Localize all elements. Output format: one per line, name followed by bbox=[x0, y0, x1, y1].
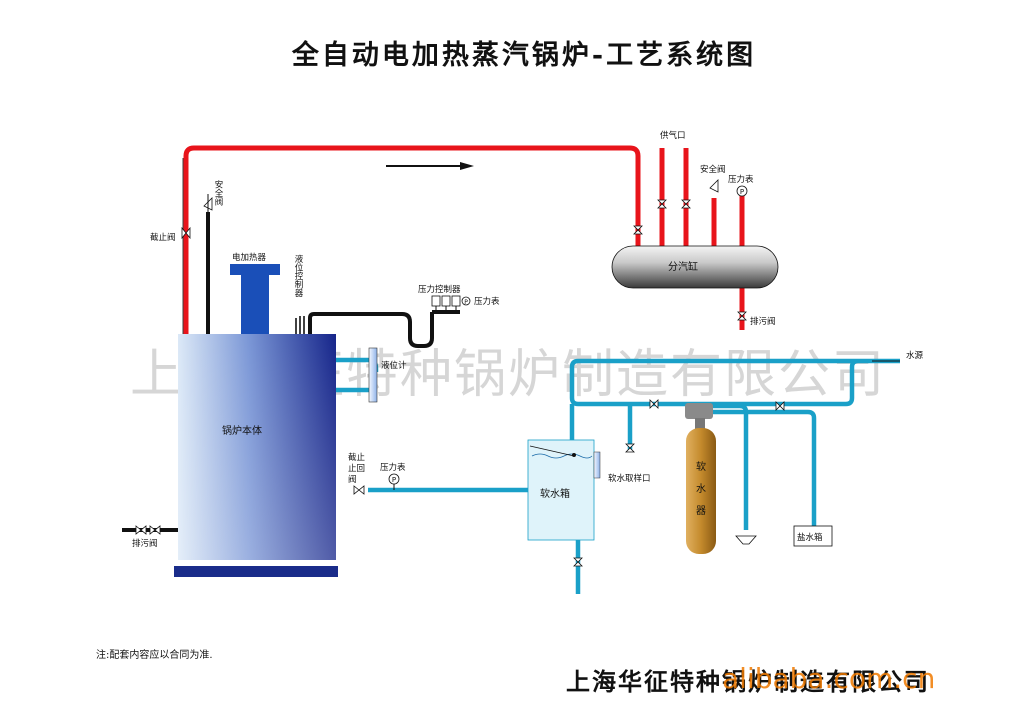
boiler-body-label: 锅炉本体 bbox=[222, 424, 262, 437]
boiler-drain bbox=[122, 525, 178, 535]
pressure-gauge-boiler: P bbox=[461, 296, 471, 306]
pressure-gauge-boiler-label: 压力表 bbox=[474, 296, 500, 307]
pressure-gauge-feed: P bbox=[388, 473, 400, 490]
salt-tank bbox=[793, 525, 833, 547]
stop-valve-label: 截止阀 bbox=[150, 232, 176, 243]
soft-water-tank bbox=[527, 439, 601, 541]
pressure-gauge-feed-label: 压力表 bbox=[380, 462, 406, 473]
water-softener bbox=[685, 403, 716, 554]
svg-text:软: 软 bbox=[696, 460, 706, 473]
boiler-body bbox=[174, 334, 338, 577]
steam-header bbox=[611, 245, 779, 289]
header-safety-valve-label: 安全阀 bbox=[700, 164, 726, 175]
svg-text:止回: 止回 bbox=[348, 463, 365, 474]
soft-water-sample-label: 软水取样口 bbox=[608, 473, 651, 484]
svg-text:液位控制器: 液位控制器 bbox=[293, 254, 303, 298]
electric-heater bbox=[230, 264, 280, 334]
pressure-gauge-header: P bbox=[736, 185, 748, 197]
boiler-safety-valve-pipe bbox=[203, 194, 213, 334]
alibaba-brand-mark: alibaba.com.cn bbox=[722, 662, 935, 695]
diagram-title: 全自动电加热蒸汽锅炉-工艺系统图 bbox=[291, 39, 756, 71]
soft-water-tank-label: 软水箱 bbox=[540, 487, 570, 500]
svg-text:截止: 截止 bbox=[348, 452, 366, 463]
header-drain-valve-label: 排污阀 bbox=[750, 316, 776, 327]
pressure-controller-label: 压力控制器 bbox=[418, 284, 461, 295]
electric-heater-label: 电加热器 bbox=[232, 252, 267, 263]
flow-direction-arrow bbox=[386, 162, 474, 170]
boiler-drain-valve-label: 排污阀 bbox=[132, 538, 158, 549]
svg-text:器: 器 bbox=[696, 505, 706, 517]
level-gauge bbox=[368, 347, 378, 403]
header-safety-valve bbox=[709, 179, 719, 193]
boiler-safety-valve-label: 安全阀 bbox=[213, 179, 223, 206]
softener-label: 软 水 器 bbox=[696, 460, 706, 517]
steam-pipes bbox=[183, 145, 745, 334]
svg-text:水: 水 bbox=[696, 483, 706, 495]
water-source-label: 水源 bbox=[906, 350, 924, 361]
svg-text:P: P bbox=[740, 188, 744, 196]
header-valves bbox=[633, 199, 747, 321]
salt-tank-label: 盐水箱 bbox=[797, 532, 823, 543]
stop-check-valve-label: 截止 止回 阀 bbox=[348, 452, 366, 485]
steam-header-label: 分汽缸 bbox=[668, 260, 698, 273]
level-gauge-label: 液位计 bbox=[381, 360, 407, 371]
pressure-controller bbox=[431, 295, 461, 312]
svg-text:阀: 阀 bbox=[348, 475, 357, 485]
soft-water-sample-valve bbox=[625, 443, 635, 453]
pressure-gauge-header-label: 压力表 bbox=[728, 174, 754, 185]
steam-supply-label: 供气口 bbox=[660, 130, 686, 141]
svg-text:P: P bbox=[464, 299, 468, 306]
water-line-valves bbox=[573, 399, 785, 567]
stop-check-valve bbox=[353, 485, 365, 495]
level-controller-probes bbox=[295, 316, 305, 334]
level-controller-label: 液位控制器 bbox=[293, 254, 303, 298]
company-name: 上海华征特种锅炉制造有限公司 bbox=[566, 667, 930, 696]
drain-funnel bbox=[735, 535, 757, 545]
svg-text:P: P bbox=[392, 476, 396, 484]
boiler-stop-valve bbox=[181, 226, 191, 240]
contract-note: 注:配套内容应以合同为准. bbox=[96, 648, 213, 661]
